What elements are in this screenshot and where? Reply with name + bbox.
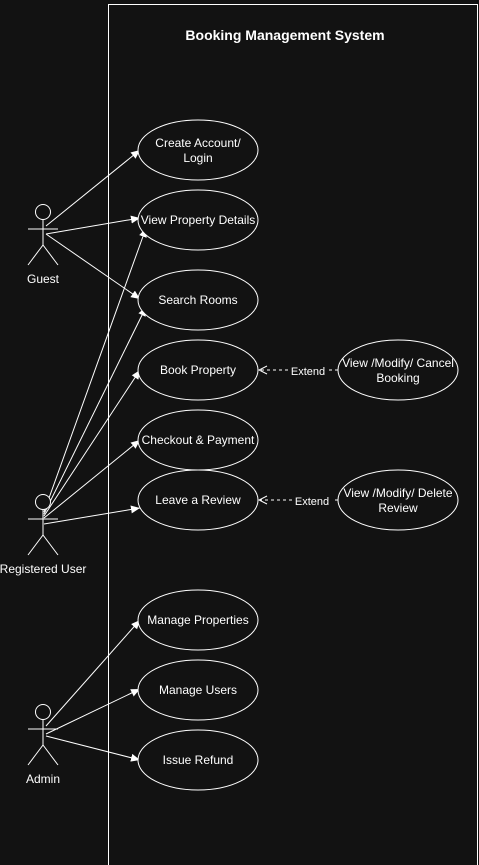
use-case-manage-properties[interactable] [137, 589, 259, 651]
admin-associations [45, 619, 141, 762]
registered-user-associations [43, 227, 147, 525]
checkout-label: Checkout & Payment [142, 433, 255, 447]
admin-to-issue-refund [45, 735, 141, 762]
guest-right-leg [42, 244, 59, 266]
use-case-labels: Create Account/ Login View Property Deta… [141, 136, 454, 767]
leave-review-label: Leave a Review [155, 493, 241, 507]
modify-booking-label-line2: Booking [376, 371, 419, 385]
search-rooms-label: Search Rooms [158, 293, 237, 307]
guest-head [35, 204, 51, 220]
use-case-book-property[interactable] [137, 339, 259, 401]
user-to-leave-review [43, 505, 141, 525]
manage-users-label: Manage Users [159, 683, 237, 697]
actor-guest[interactable] [27, 204, 59, 266]
user-to-book-property [43, 369, 141, 517]
use-case-modify-booking[interactable] [337, 339, 459, 401]
admin-left-leg [27, 744, 44, 766]
user-to-view-property [43, 227, 147, 513]
use-case-search-rooms[interactable] [137, 269, 259, 331]
create-account-label-line2: Login [183, 151, 212, 165]
guest-to-create-account [45, 149, 141, 227]
use-case-leave-review[interactable] [137, 469, 259, 531]
use-case-issue-refund[interactable] [137, 729, 259, 791]
actor-registered-user-label: Registered User [0, 562, 86, 576]
extend-review-label: Extend [295, 496, 329, 508]
modify-review-label-line1: View /Modify/ Delete [343, 486, 452, 500]
system-title: Booking Management System [185, 27, 384, 43]
admin-right-leg [42, 744, 59, 766]
use-case-view-property[interactable] [137, 189, 259, 251]
modify-review-label-line2: Review [378, 501, 418, 515]
user-to-search-rooms [43, 306, 147, 515]
modify-booking-label-line1: View /Modify/ Cancel [342, 356, 454, 370]
registered-user-left-leg [27, 534, 44, 556]
use-case-manage-users[interactable] [137, 659, 259, 721]
extend-booking: Extend [259, 366, 338, 378]
actor-registered-user[interactable] [27, 494, 59, 556]
extend-booking-label: Extend [291, 366, 325, 378]
guest-left-leg [27, 244, 44, 266]
view-property-label: View Property Details [141, 213, 256, 227]
extend-review: Extend [259, 496, 338, 508]
actor-admin[interactable] [27, 704, 59, 766]
use-case-modify-review[interactable] [337, 469, 459, 531]
manage-properties-label: Manage Properties [147, 613, 248, 627]
user-to-checkout [43, 439, 141, 519]
admin-to-manage-users [45, 688, 141, 735]
actor-admin-label: Admin [26, 772, 60, 786]
registered-user-right-leg [42, 534, 59, 556]
registered-user-head [35, 494, 51, 510]
admin-to-manage-properties [45, 619, 141, 727]
guest-to-view-property [45, 215, 141, 235]
use-cases [137, 119, 459, 791]
create-account-label-line1: Create Account/ [155, 136, 241, 150]
issue-refund-label: Issue Refund [163, 753, 234, 767]
book-property-label: Book Property [160, 363, 236, 377]
admin-head [35, 704, 51, 720]
use-case-create-account[interactable] [137, 119, 259, 181]
actor-guest-label: Guest [27, 272, 60, 286]
